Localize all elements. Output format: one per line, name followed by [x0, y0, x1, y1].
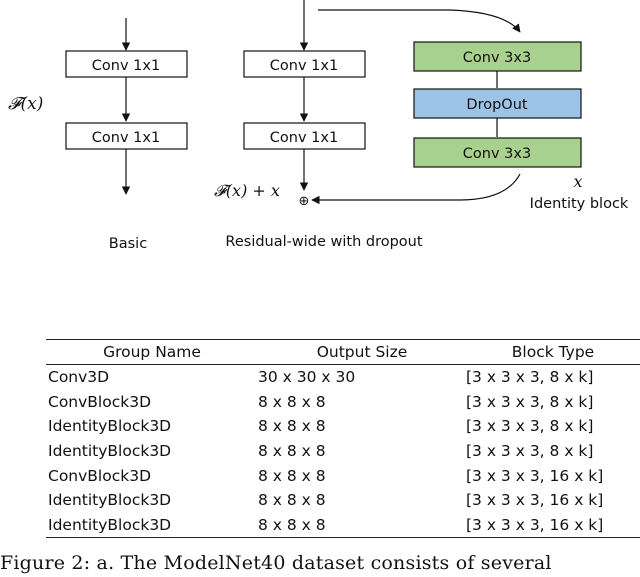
identity-column: Conv 3x3 DropOut Conv 3x3 x Identity blo… — [311, 41, 629, 212]
skip-connection-arrow — [318, 9, 521, 33]
identity-conv-bottom-box — [413, 137, 582, 168]
basic-caption: Basic — [109, 236, 147, 252]
header-group-name: Group Name — [46, 339, 258, 365]
residual-conv2-box — [243, 122, 366, 150]
cell-block-type: [3 x 3 x 3, 8 x k] — [466, 417, 594, 436]
cell-output-size: 8 x 8 x 8 — [258, 512, 466, 539]
cell-block-type: [3 x 3 x 3, 8 x k] — [466, 368, 594, 387]
identity-conv-top-box — [413, 41, 582, 72]
table-row: IdentityBlock3D 8 x 8 x 8 [3 x 3 x 3, 8 … — [46, 439, 640, 464]
identity-x-label: x — [573, 172, 582, 191]
basic-conv1-label: Conv 1x1 — [92, 58, 160, 74]
identity-conv-top-label: Conv 3x3 — [463, 50, 531, 66]
header-block-type: Block Type — [466, 339, 640, 365]
cell-group-name: ConvBlock3D — [48, 466, 152, 485]
cell-group-name: IdentityBlock3D — [48, 442, 172, 461]
identity-return-arrow — [311, 173, 521, 205]
basic-column: Conv 1x1 Conv 1x1 Basic — [65, 18, 188, 252]
cell-block-type: [3 x 3 x 3, 8 x k] — [466, 442, 594, 461]
basic-conv2-box — [65, 122, 188, 150]
cell-group-name: IdentityBlock3D — [48, 491, 172, 510]
identity-dropout-label: DropOut — [466, 97, 527, 113]
cell-group-name: Conv3D — [48, 368, 110, 387]
cell-block-type: [3 x 3 x 3, 16 x k] — [466, 512, 640, 539]
cell-output-size: 8 x 8 x 8 — [258, 417, 326, 436]
residual-caption: Residual-wide with dropout — [225, 234, 422, 250]
table-row: Conv3D 30 x 30 x 30 [3 x 3 x 3, 8 x k] — [46, 365, 640, 390]
cell-block-type: [3 x 3 x 3, 16 x k] — [466, 466, 604, 485]
residual-column: Conv 1x1 Conv 1x1 𝓕(x) + x ⊕ Residual-wi… — [214, 0, 423, 250]
cell-group-name: IdentityBlock3D — [48, 417, 172, 436]
cell-group-name: ConvBlock3D — [48, 392, 152, 411]
residual-conv1-box — [243, 50, 366, 78]
table-row: IdentityBlock3D 8 x 8 x 8 [3 x 3 x 3, 8 … — [46, 414, 640, 439]
residual-conv1-label: Conv 1x1 — [270, 58, 338, 74]
table-row: ConvBlock3D 8 x 8 x 8 [3 x 3 x 3, 16 x k… — [46, 463, 640, 488]
cell-output-size: 8 x 8 x 8 — [258, 466, 326, 485]
cell-group-name: IdentityBlock3D — [46, 512, 258, 539]
architecture-table: Group Name Output Size Block Type Conv3D… — [46, 339, 640, 539]
identity-caption: Identity block — [530, 196, 629, 212]
table-row: ConvBlock3D 8 x 8 x 8 [3 x 3 x 3, 8 x k] — [46, 390, 640, 415]
architecture-table-wrap: Group Name Output Size Block Type Conv3D… — [46, 339, 640, 539]
cell-block-type: [3 x 3 x 3, 8 x k] — [466, 392, 594, 411]
cell-output-size: 8 x 8 x 8 — [258, 442, 326, 461]
basic-conv2-label: Conv 1x1 — [92, 130, 160, 146]
figure-caption: Figure 2: a. The ModelNet40 dataset cons… — [0, 552, 552, 574]
architecture-diagram: 𝓕(x) Conv 1x1 Conv 1x1 Basic Conv 1x1 Co… — [8, 0, 629, 252]
fx-label: 𝓕(x) — [8, 94, 43, 114]
diagram-canvas: 𝓕(x) Conv 1x1 Conv 1x1 Basic Conv 1x1 Co… — [8, 0, 629, 252]
cell-output-size: 30 x 30 x 30 — [258, 368, 356, 387]
residual-plus-symbol: ⊕ — [299, 194, 310, 209]
residual-conv2-label: Conv 1x1 — [270, 130, 338, 146]
identity-dropout-box — [413, 88, 582, 119]
cell-output-size: 8 x 8 x 8 — [258, 491, 326, 510]
table-row: IdentityBlock3D 8 x 8 x 8 [3 x 3 x 3, 16… — [46, 512, 640, 539]
table-header-row: Group Name Output Size Block Type — [46, 339, 640, 365]
cell-output-size: 8 x 8 x 8 — [258, 392, 326, 411]
header-output-size: Output Size — [258, 339, 466, 365]
cell-block-type: [3 x 3 x 3, 16 x k] — [466, 491, 604, 510]
table-row: IdentityBlock3D 8 x 8 x 8 [3 x 3 x 3, 16… — [46, 488, 640, 513]
residual-sum-label: 𝓕(x) + x — [214, 181, 280, 200]
identity-conv-bottom-label: Conv 3x3 — [463, 146, 531, 162]
